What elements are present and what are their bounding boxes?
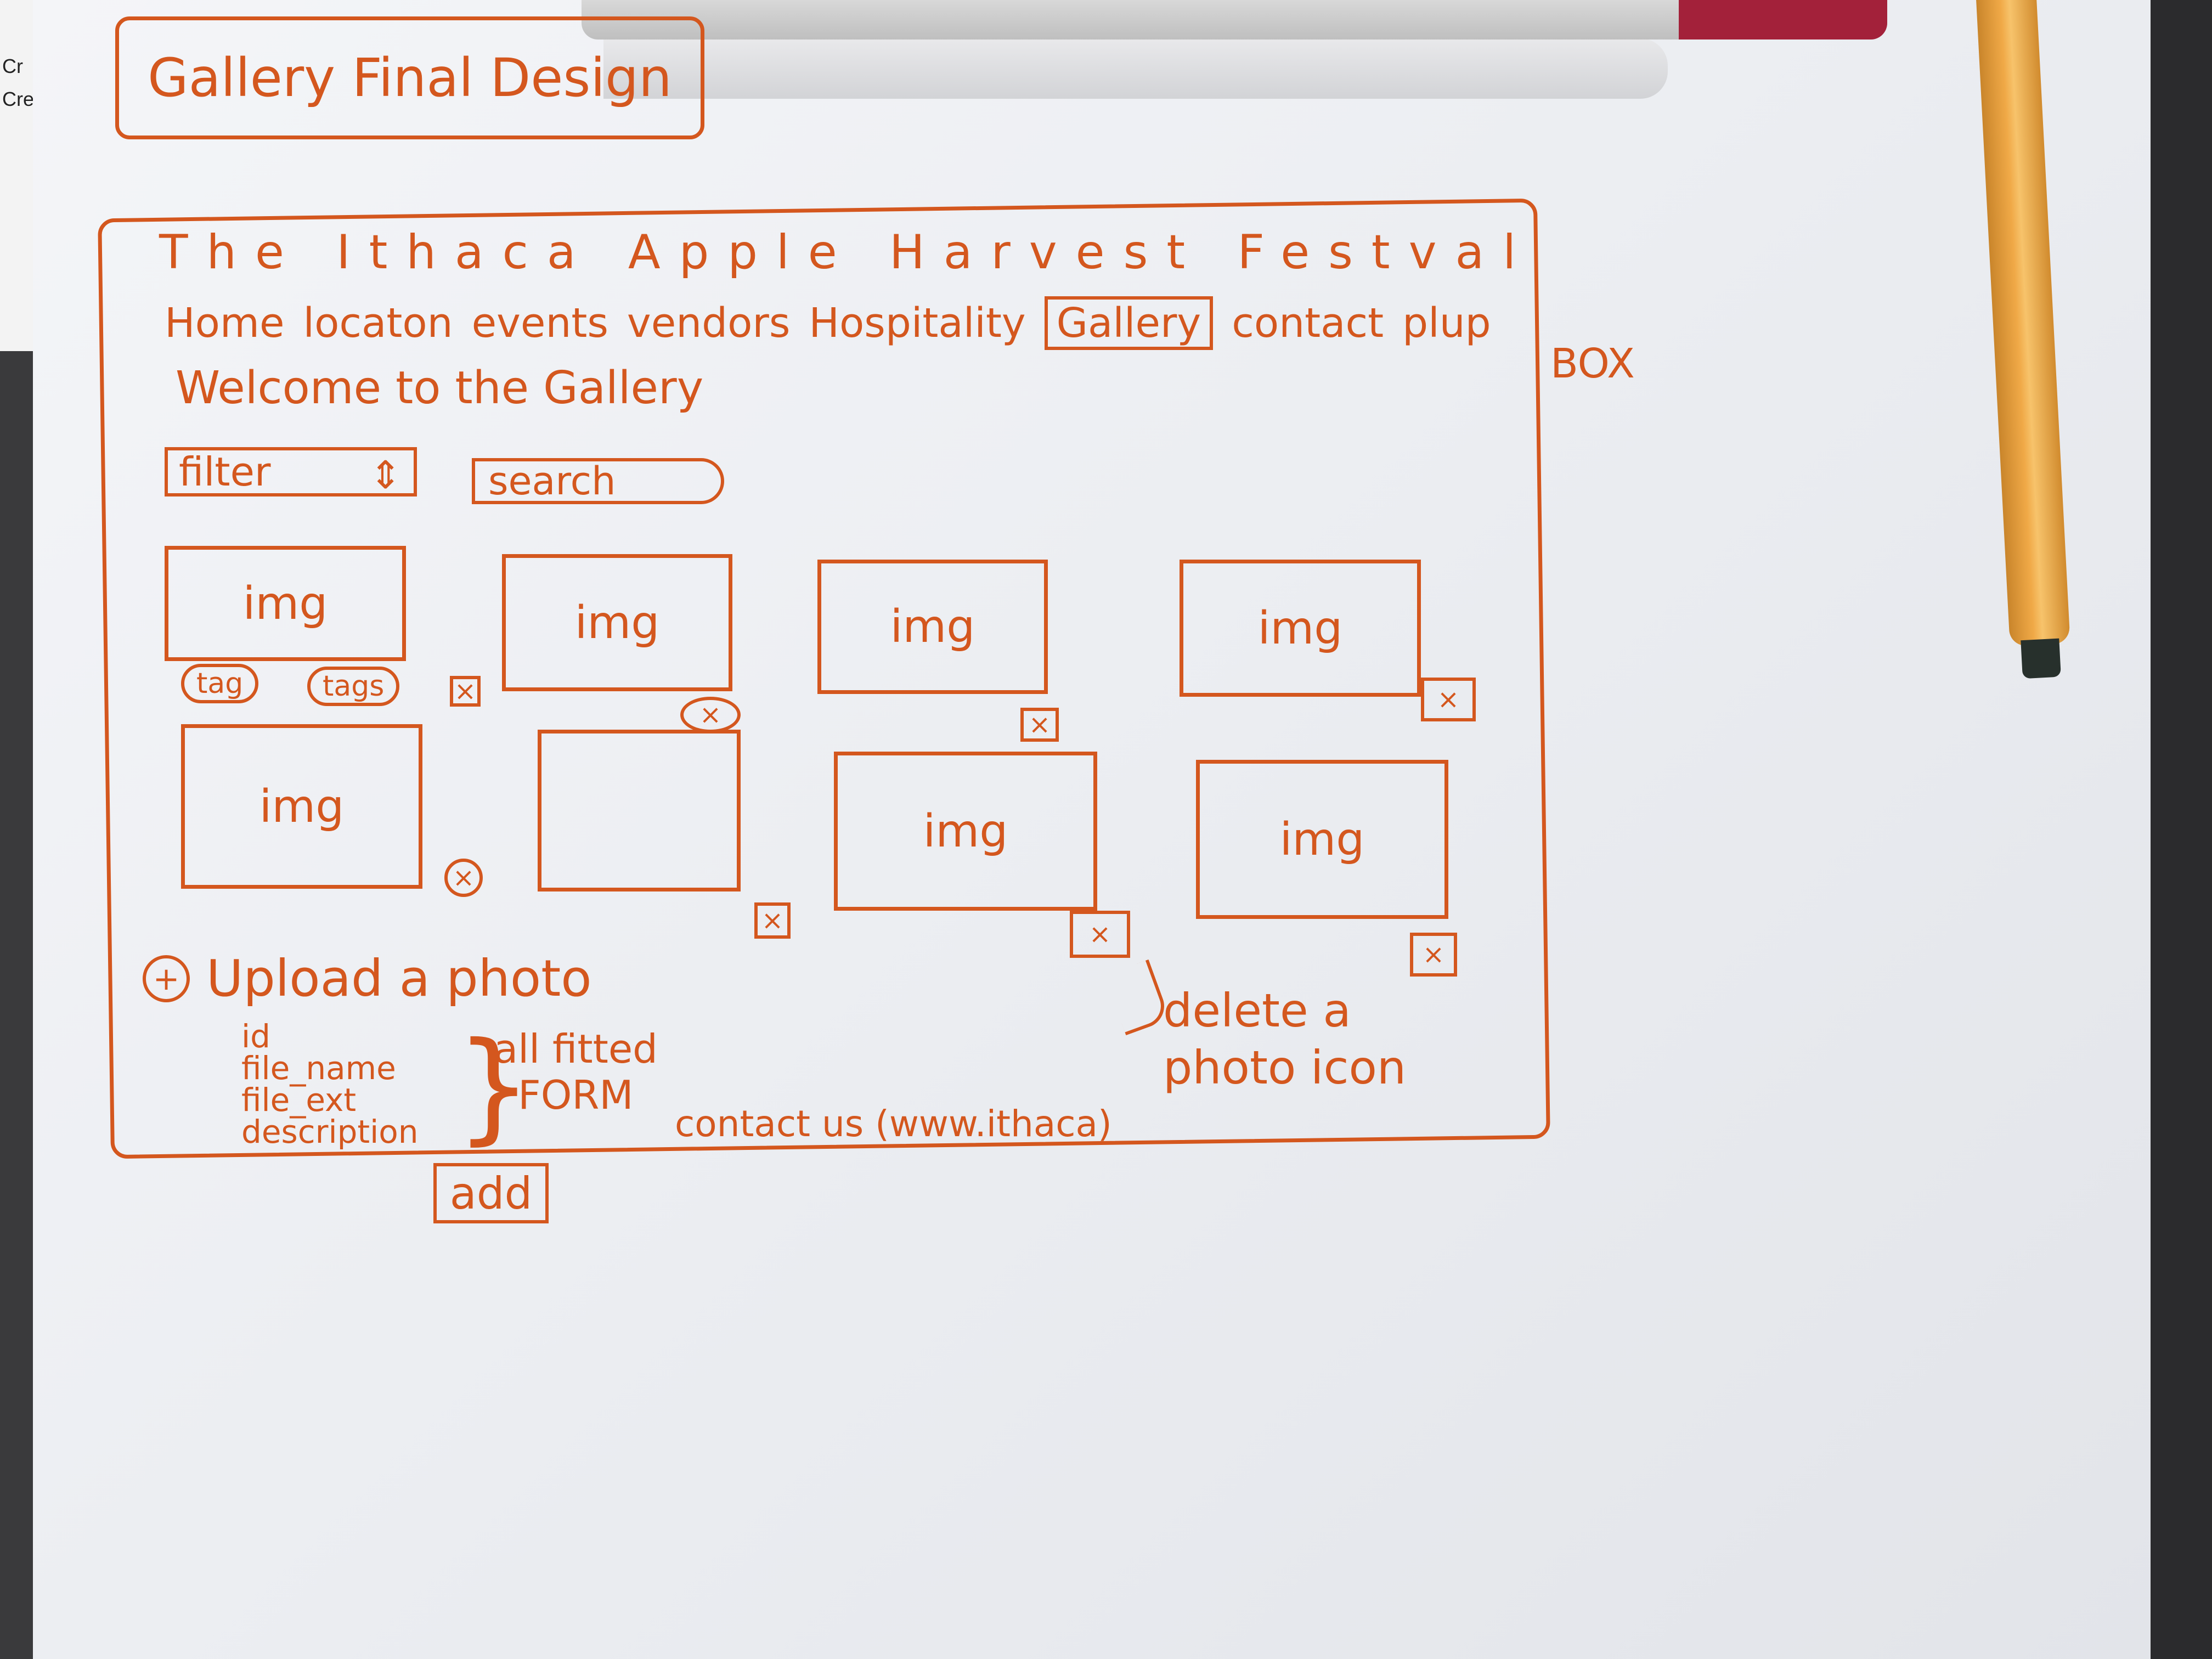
delete-icon[interactable]: × bbox=[754, 902, 791, 939]
field-file-ext[interactable]: file_ext bbox=[241, 1081, 357, 1119]
upload-fields: id file_name file_ext description bbox=[241, 1020, 418, 1148]
img-placeholder-label: img bbox=[259, 780, 345, 833]
nav-item-location[interactable]: locaton bbox=[303, 300, 453, 347]
gallery-image-card[interactable]: img bbox=[502, 554, 732, 691]
nav-item-events[interactable]: events bbox=[471, 300, 608, 347]
form-note: all fitted FORM bbox=[494, 1026, 658, 1118]
add-button[interactable]: add bbox=[433, 1163, 549, 1223]
field-file-name[interactable]: file_name bbox=[241, 1049, 396, 1087]
tag-chip[interactable]: tag bbox=[181, 664, 259, 703]
gallery-image-card[interactable]: img bbox=[165, 546, 406, 661]
popup-label: plup bbox=[1402, 300, 1491, 347]
marker-gray bbox=[582, 0, 1887, 40]
nav-item-gallery[interactable]: Gallery bbox=[1044, 296, 1214, 350]
popup-box-note: plup BOX bbox=[1402, 300, 1635, 387]
chevron-updown-icon: ⇕ bbox=[369, 453, 402, 498]
sheet-title: Gallery Final Design bbox=[115, 16, 704, 139]
delete-icon[interactable]: × bbox=[1020, 708, 1059, 742]
nav-item-vendors[interactable]: vendors bbox=[627, 300, 791, 347]
gallery-image-card[interactable]: img bbox=[1196, 760, 1448, 919]
gallery-image-card[interactable]: img bbox=[181, 724, 422, 889]
gallery-image-card[interactable]: img bbox=[1180, 560, 1421, 697]
plus-icon[interactable]: + bbox=[143, 955, 190, 1002]
form-note-line2: FORM bbox=[518, 1072, 634, 1118]
delete-icon[interactable]: × bbox=[1070, 911, 1130, 958]
nav-item-contact[interactable]: contact bbox=[1232, 300, 1384, 347]
filter-label: filter bbox=[179, 449, 271, 495]
site-title: The Ithaca Apple Harvest Festval bbox=[159, 225, 1535, 280]
delete-icon[interactable]: × bbox=[444, 859, 483, 897]
marker-clear bbox=[603, 38, 1668, 99]
marker-cap bbox=[1679, 0, 1887, 40]
filter-dropdown[interactable]: filter ⇕ bbox=[165, 447, 417, 498]
brace-mark: } bbox=[455, 1016, 532, 1156]
search-input[interactable]: search bbox=[472, 458, 724, 504]
gallery-image-card[interactable]: img bbox=[834, 752, 1097, 911]
delete-icon[interactable]: × bbox=[1421, 678, 1476, 721]
field-description[interactable]: description bbox=[241, 1113, 419, 1150]
footer-contact: contact us (www.ithaca) bbox=[675, 1103, 1112, 1145]
field-id[interactable]: id bbox=[241, 1018, 270, 1055]
delete-icon[interactable]: × bbox=[680, 697, 741, 733]
nav-item-hospitality[interactable]: Hospitality bbox=[809, 300, 1026, 347]
popup-sub-label: BOX bbox=[1550, 340, 1635, 387]
background-text: Cre bbox=[2, 88, 35, 110]
delete-icon[interactable]: × bbox=[1410, 933, 1457, 977]
upload-label: Upload a photo bbox=[206, 949, 592, 1008]
gallery-image-card[interactable]: img bbox=[817, 560, 1048, 694]
upload-section: + Upload a photo bbox=[143, 949, 592, 1008]
img-placeholder-label: img bbox=[1279, 813, 1365, 866]
nav-item-home[interactable]: Home bbox=[165, 300, 285, 347]
delete-annotation: delete a photo icon bbox=[1163, 982, 1406, 1096]
form-note-line1: all fitted bbox=[494, 1026, 658, 1072]
img-placeholder-label: img bbox=[1257, 602, 1343, 654]
img-placeholder-label: img bbox=[923, 805, 1008, 857]
pen-tip bbox=[2021, 638, 2061, 679]
desk-edge bbox=[2151, 0, 2212, 1659]
tag-chip[interactable]: tags bbox=[307, 667, 400, 706]
paper-sheet bbox=[33, 0, 2172, 1659]
annotation-line2: photo icon bbox=[1163, 1041, 1407, 1094]
delete-icon[interactable]: × bbox=[450, 676, 481, 707]
search-label: search bbox=[488, 459, 616, 504]
welcome-heading: Welcome to the Gallery bbox=[176, 362, 704, 414]
nav-bar: Home locaton events vendors Hospitality … bbox=[165, 296, 1635, 387]
img-placeholder-label: img bbox=[574, 596, 660, 649]
gallery-image-card-empty[interactable] bbox=[538, 730, 741, 891]
background-text: Cr bbox=[2, 55, 23, 77]
img-placeholder-label: img bbox=[242, 577, 328, 630]
img-placeholder-label: img bbox=[890, 601, 975, 653]
annotation-line1: delete a bbox=[1163, 984, 1351, 1037]
